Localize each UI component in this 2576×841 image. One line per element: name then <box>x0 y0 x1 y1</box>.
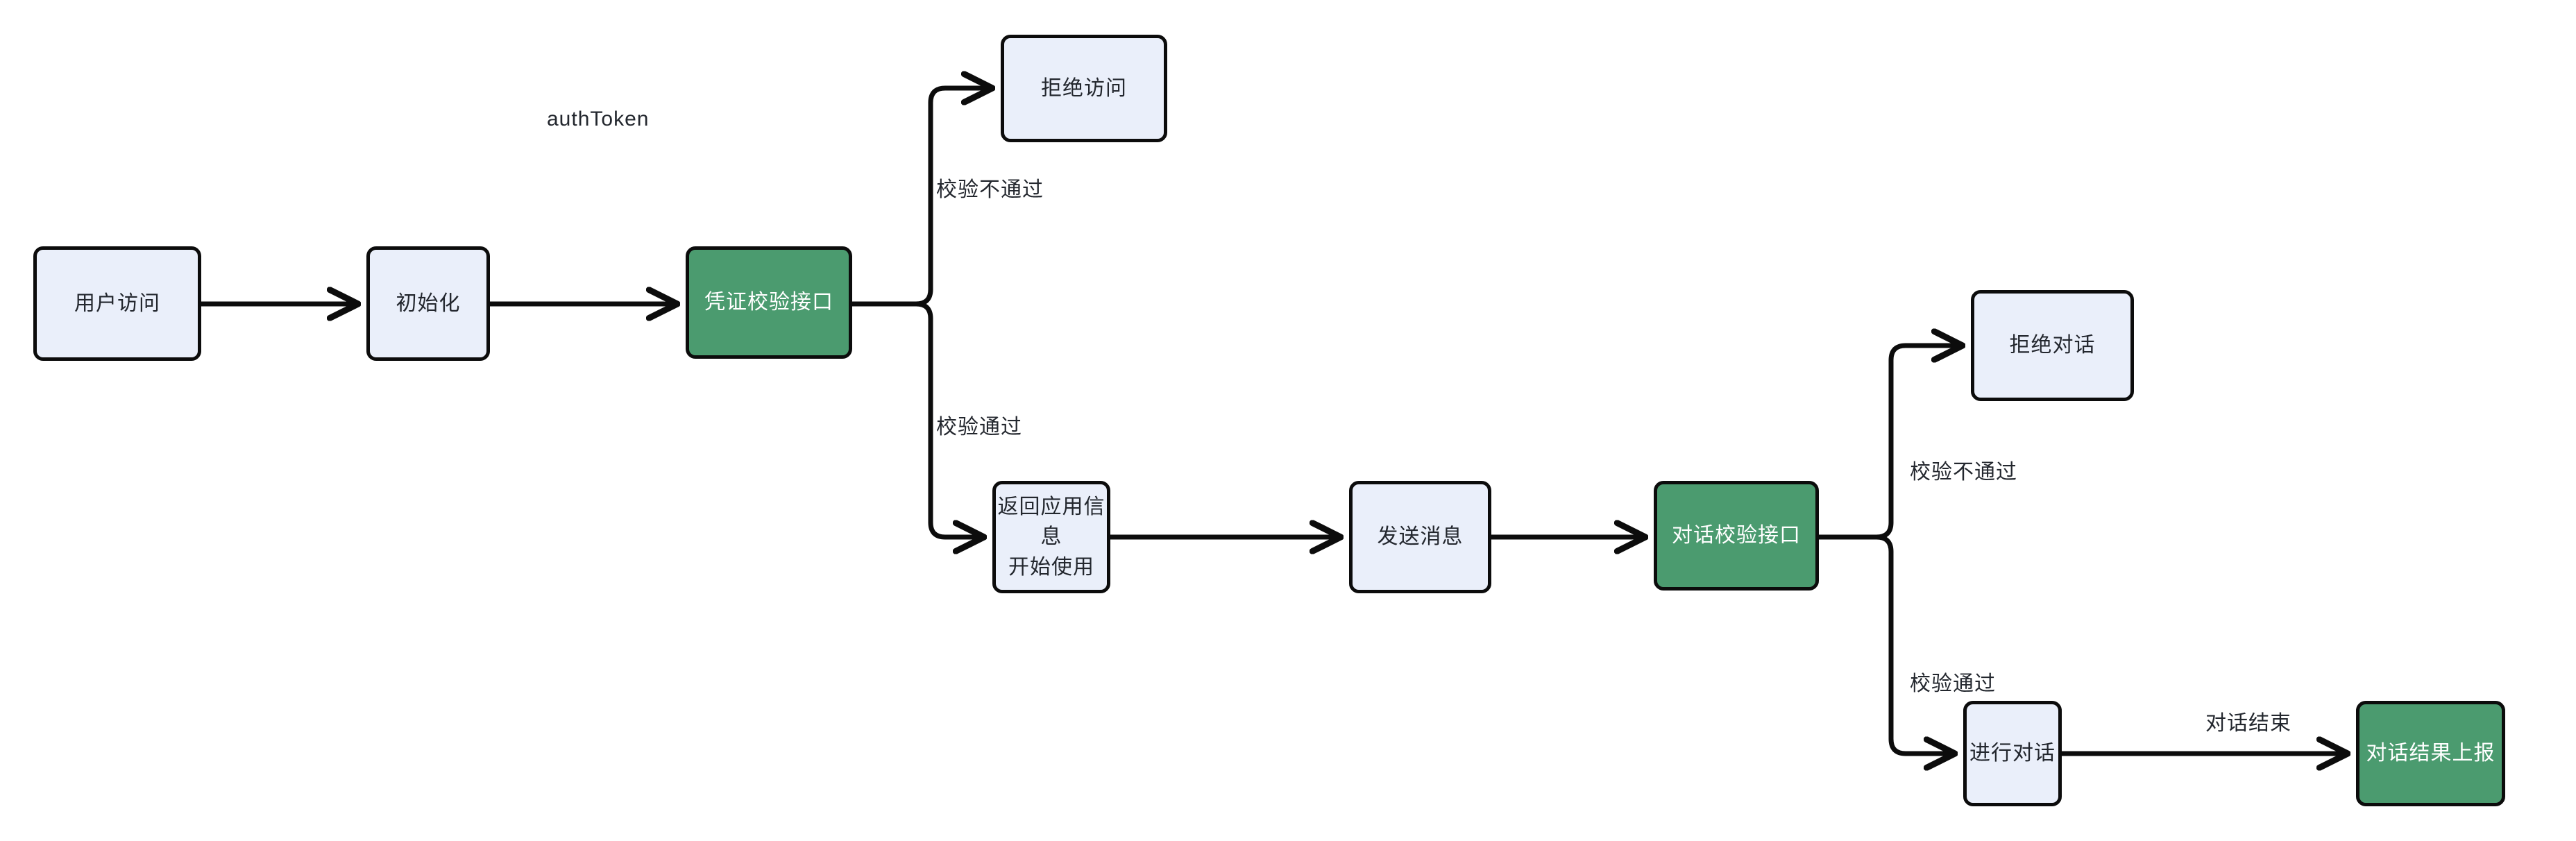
node-deny-access[interactable]: 拒绝访问 <box>1001 35 1167 142</box>
node-user-access[interactable]: 用户访问 <box>33 246 201 361</box>
edge-label-check-fail-1: 校验不通过 <box>936 178 1044 201</box>
edge-dialogcheck-to-do-dialog <box>1876 534 1952 754</box>
node-auth-api[interactable]: 凭证校验接口 <box>686 246 852 359</box>
node-return-app-info[interactable]: 返回应用信息 开始使用 <box>992 481 1110 593</box>
node-init[interactable]: 初始化 <box>366 246 490 361</box>
node-report-result[interactable]: 对话结果上报 <box>2356 701 2505 806</box>
node-send-message[interactable]: 发送消息 <box>1349 481 1491 593</box>
edge-label-auth-token: authToken <box>547 108 650 130</box>
edge-auth-to-appinfo <box>915 301 981 537</box>
edge-label-check-fail-2: 校验不通过 <box>1910 461 2017 484</box>
edge-label-check-pass-1: 校验通过 <box>936 416 1022 439</box>
node-do-dialog[interactable]: 进行对话 <box>1963 701 2062 806</box>
edge-dialogcheck-to-deny-dialog <box>1876 346 1960 540</box>
node-dialog-check-api[interactable]: 对话校验接口 <box>1654 481 1819 591</box>
node-deny-dialog[interactable]: 拒绝对话 <box>1971 290 2134 401</box>
edge-label-dialog-end: 对话结束 <box>2205 712 2291 735</box>
edge-auth-to-deny-access <box>915 88 990 307</box>
edge-label-check-pass-2: 校验通过 <box>1910 672 1996 695</box>
